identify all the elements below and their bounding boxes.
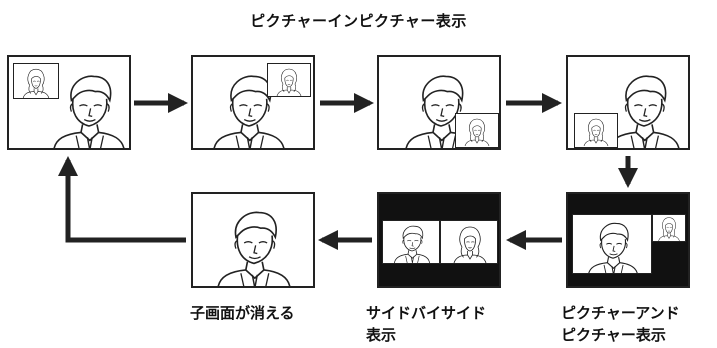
sbs-left-view: [382, 220, 440, 264]
pap-main-view: [572, 214, 652, 274]
frame-side-by-side: [377, 192, 501, 288]
frame-pip-bottom-right: [377, 55, 501, 150]
pap-sub-view: [652, 214, 686, 242]
frame-single-view: [191, 192, 315, 288]
frame-pip-top-left: [7, 55, 131, 150]
sbs-right-view: [440, 220, 498, 264]
frame-pip-top-right: [191, 55, 315, 150]
label-picture-and-picture: ピクチャーアンド ピクチャー表示: [561, 302, 680, 346]
pip-inset: [267, 63, 311, 97]
pip-inset: [574, 113, 618, 148]
label-side-by-side-line1: サイドバイサイド: [366, 304, 487, 322]
pip-inset: [13, 63, 59, 99]
label-side-by-side-line2: 表示: [366, 326, 397, 344]
label-child-disappears: 子画面が消える: [190, 304, 295, 322]
pip-inset: [455, 113, 499, 148]
frame-picture-and-picture: [566, 192, 690, 288]
diagram-title: ピクチャーインピクチャー表示: [250, 12, 467, 30]
frame-pip-bottom-left: [566, 55, 690, 150]
arrow-return: [58, 156, 186, 243]
label-pap-line2: ピクチャー表示: [561, 326, 666, 344]
label-pap-line1: ピクチャーアンド: [561, 304, 680, 322]
label-side-by-side: サイドバイサイド 表示: [366, 302, 486, 346]
